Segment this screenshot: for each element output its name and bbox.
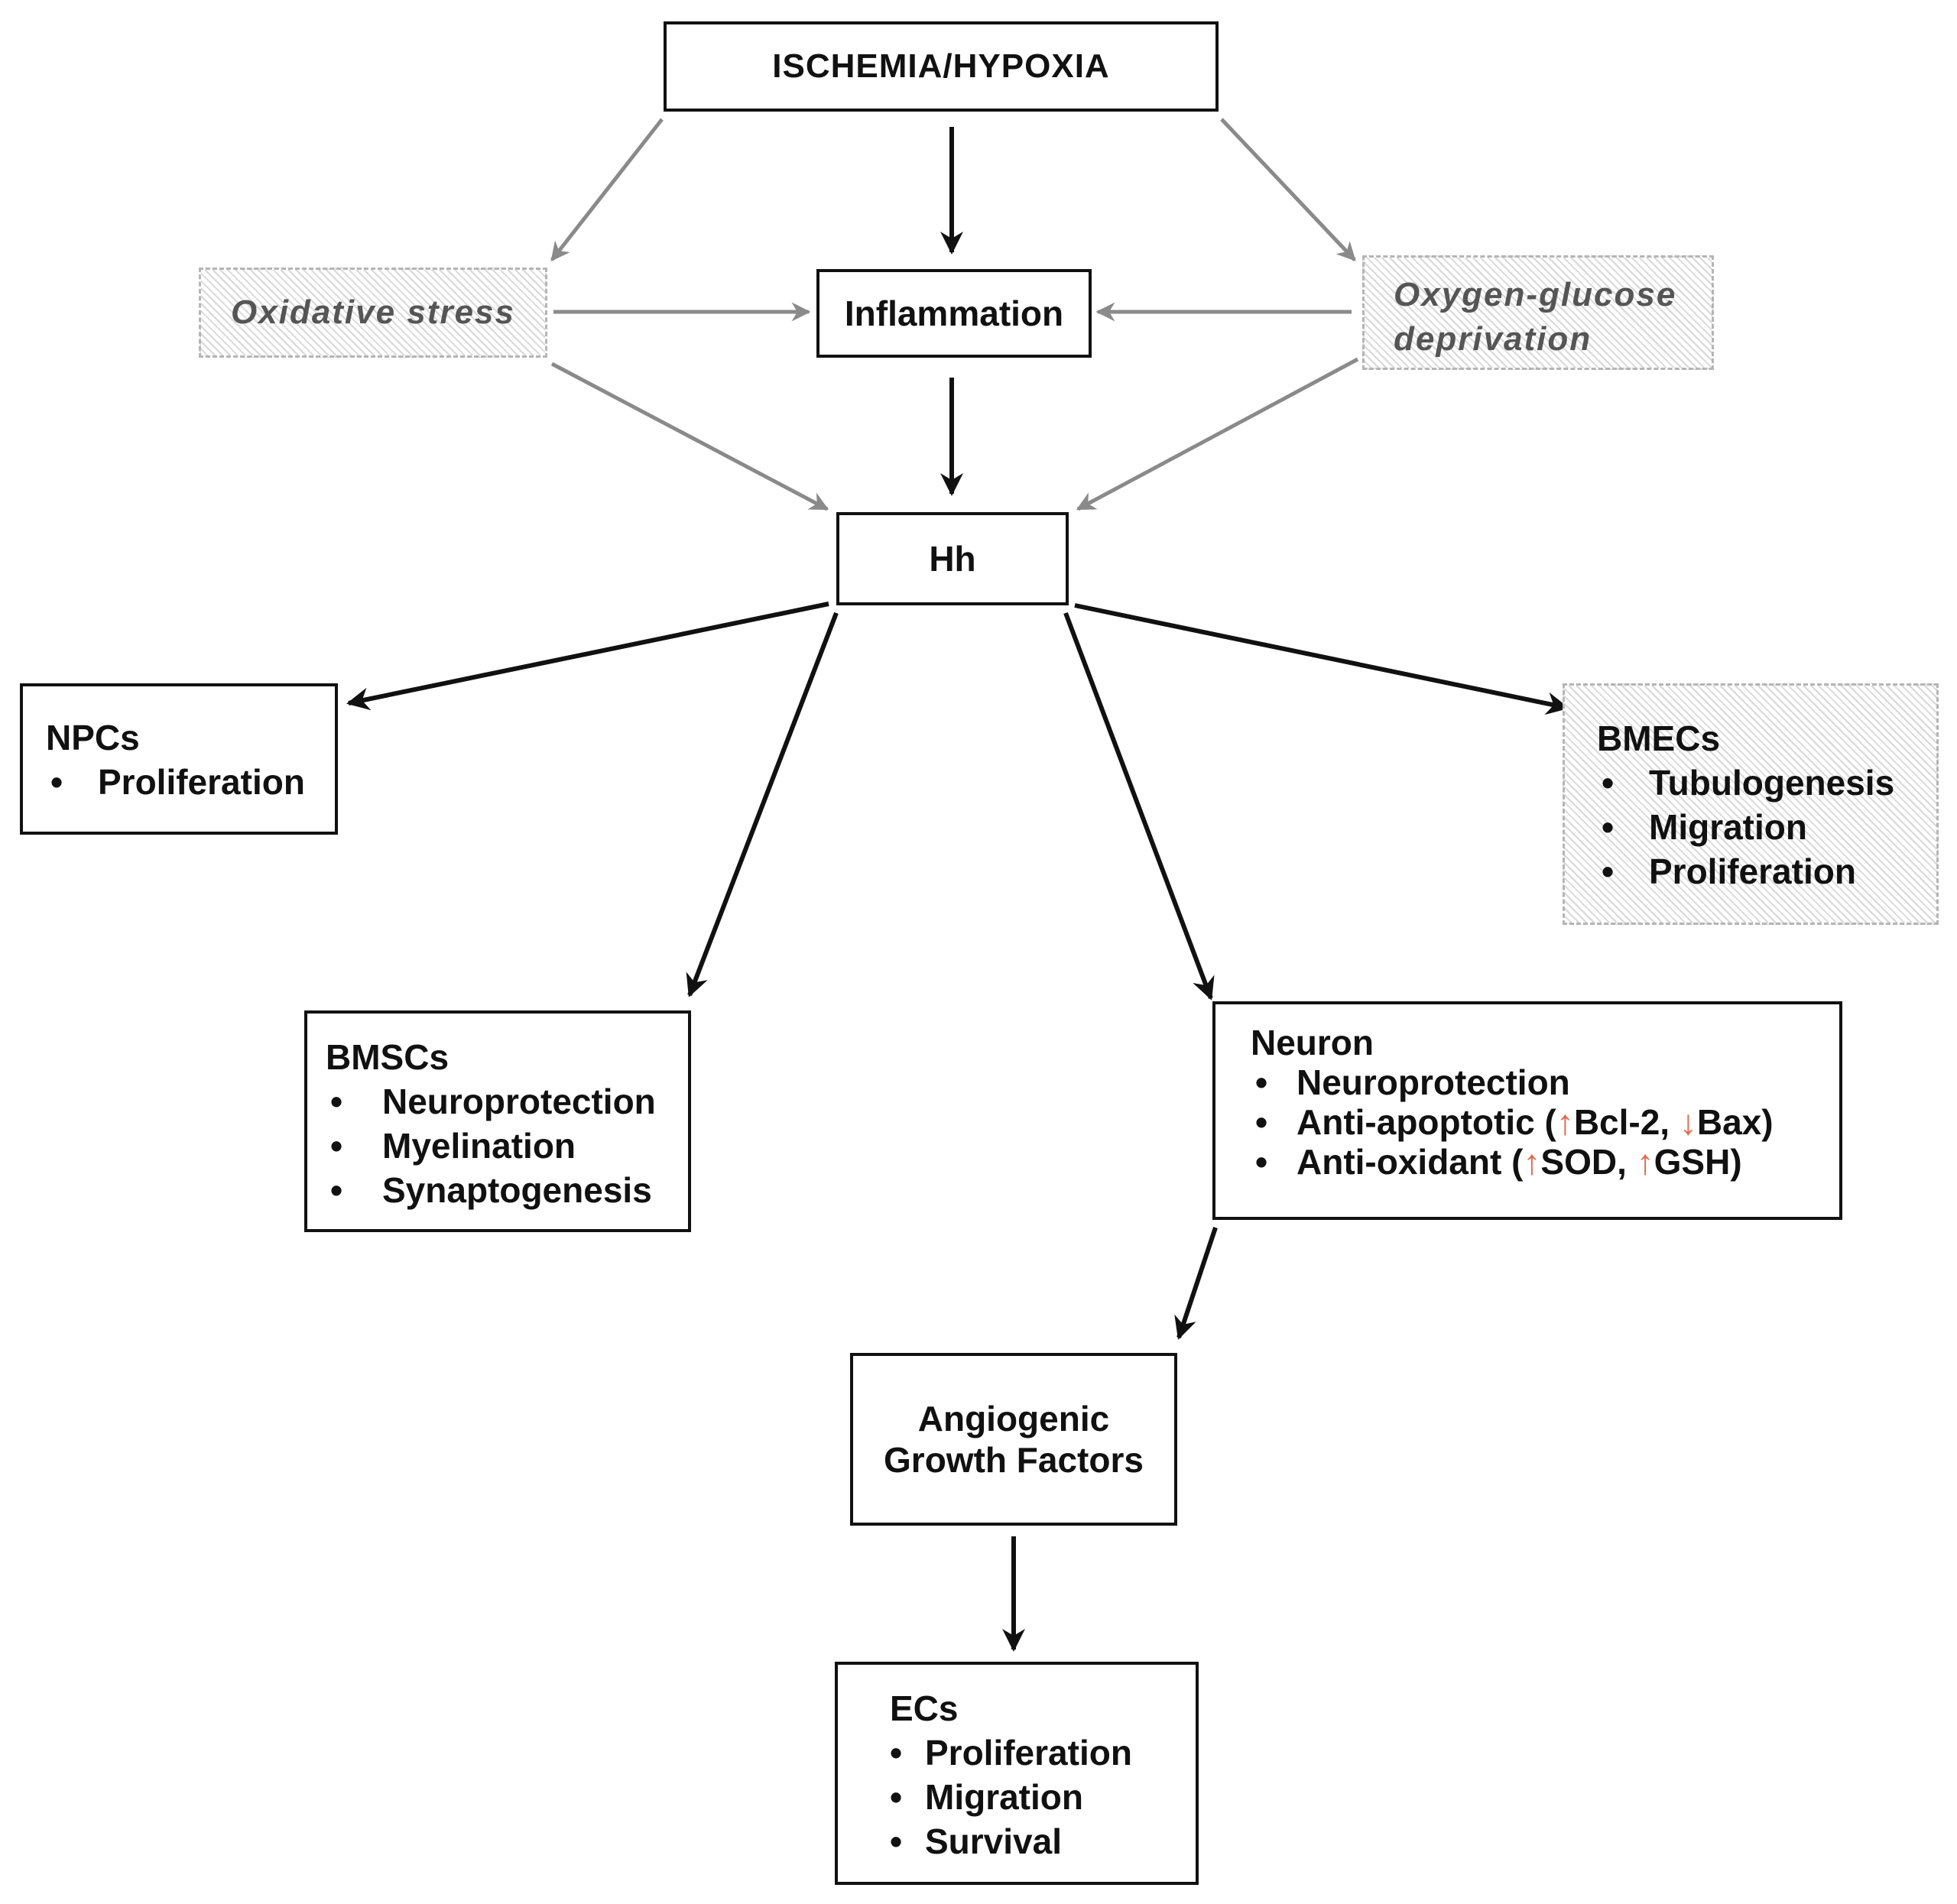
list-item: • Neuroprotection bbox=[326, 1079, 688, 1124]
ogd-label-line1: Oxygen-glucose bbox=[1394, 276, 1677, 313]
hh-label: Hh bbox=[929, 539, 976, 579]
bullet: • bbox=[1602, 807, 1615, 847]
bmscs-box: BMSCs • Neuroprotection • Myelination • … bbox=[304, 1010, 691, 1232]
up-arrow-icon: ↑ bbox=[1556, 1102, 1574, 1142]
bcl2-label: Bcl-2, bbox=[1573, 1102, 1680, 1142]
arrow-hh-to-bmscs bbox=[686, 611, 839, 997]
neuron-title: Neuron bbox=[1251, 1023, 1374, 1062]
bmecs-item-migration: Migration bbox=[1649, 807, 1807, 847]
arrow-hh-to-npcs bbox=[346, 602, 829, 711]
npcs-title: NPCs bbox=[46, 718, 140, 757]
arrow-hh-to-bmecs bbox=[1074, 603, 1569, 715]
bullet: • bbox=[330, 1126, 343, 1166]
list-item: • Proliferation bbox=[1597, 849, 1936, 894]
oxygen-glucose-deprivation-box: Oxygen-glucose deprivation bbox=[1362, 255, 1714, 370]
bullet: • bbox=[330, 1170, 343, 1210]
ecs-box: ECs • Proliferation • Migration • Surviv… bbox=[835, 1662, 1199, 1885]
arrow-neuron-to-angiogenic bbox=[1174, 1227, 1218, 1340]
bullet: • bbox=[1255, 1142, 1268, 1182]
gsh-label: GSH) bbox=[1654, 1142, 1742, 1182]
bullet: • bbox=[50, 762, 63, 802]
list-item: • Synaptogenesis bbox=[326, 1168, 688, 1212]
list-item: • Migration bbox=[1597, 805, 1936, 849]
arrow-hh-to-neuron bbox=[1063, 611, 1215, 1001]
bax-label: Bax) bbox=[1696, 1102, 1774, 1142]
ecs-item-migration: Migration bbox=[925, 1777, 1083, 1817]
ecs-item-proliferation: Proliferation bbox=[925, 1733, 1132, 1773]
bullet: • bbox=[1602, 851, 1615, 891]
neuron-box: Neuron • Neuroprotection • Anti-apoptoti… bbox=[1212, 1001, 1842, 1220]
angiogenic-label-line2: Growth Factors bbox=[884, 1440, 1144, 1480]
ogd-label-line2: deprivation bbox=[1394, 320, 1592, 358]
list-item: • Proliferation bbox=[46, 760, 335, 804]
bmecs-item-tubulogenesis: Tubulogenesis bbox=[1649, 763, 1895, 803]
arrow-ischemia-to-oxidative bbox=[550, 118, 664, 261]
inflammation-box: Inflammation bbox=[816, 269, 1092, 358]
list-item: • Anti-oxidant (↑SOD, ↑GSH) bbox=[1251, 1142, 1839, 1182]
list-item: • Survival bbox=[890, 1819, 1196, 1863]
list-item: • Neuroprotection bbox=[1251, 1062, 1839, 1102]
bmscs-item-myelination: Myelination bbox=[382, 1126, 576, 1166]
neuron-item-anti-apoptotic: Anti-apoptotic (↑Bcl-2, ↓Bax) bbox=[1297, 1102, 1774, 1142]
up-arrow-icon: ↑ bbox=[1523, 1142, 1541, 1182]
list-item: • Proliferation bbox=[890, 1730, 1196, 1775]
sod-label: SOD, bbox=[1540, 1142, 1637, 1182]
bullet: • bbox=[1255, 1062, 1268, 1102]
oxidative-stress-box: Oxidative stress bbox=[199, 268, 547, 358]
bullet: • bbox=[1255, 1102, 1268, 1142]
angiogenic-label-line1: Angiogenic bbox=[917, 1399, 1110, 1439]
neuron-item-neuroprotection: Neuroprotection bbox=[1297, 1062, 1570, 1102]
list-item: • Anti-apoptotic (↑Bcl-2, ↓Bax) bbox=[1251, 1102, 1839, 1142]
inflammation-label: Inflammation bbox=[844, 294, 1064, 333]
bmecs-title: BMECs bbox=[1597, 718, 1721, 758]
bullet: • bbox=[330, 1082, 343, 1121]
bmscs-item-synaptogenesis: Synaptogenesis bbox=[382, 1170, 652, 1210]
hh-box: Hh bbox=[836, 512, 1069, 605]
anti-apoptotic-prefix: Anti-apoptotic ( bbox=[1297, 1102, 1556, 1142]
list-item: • Tubulogenesis bbox=[1597, 761, 1936, 805]
npcs-item-proliferation: Proliferation bbox=[98, 762, 305, 802]
ecs-title: ECs bbox=[890, 1688, 959, 1728]
up-arrow-icon: ↑ bbox=[1636, 1142, 1654, 1182]
bmscs-item-neuroprotection: Neuroprotection bbox=[382, 1082, 656, 1121]
down-arrow-icon: ↓ bbox=[1679, 1102, 1697, 1142]
bmecs-box: BMECs • Tubulogenesis • Migration • Prol… bbox=[1563, 683, 1939, 925]
ecs-item-survival: Survival bbox=[925, 1821, 1062, 1861]
bmscs-title: BMSCs bbox=[326, 1037, 449, 1077]
bullet: • bbox=[890, 1777, 903, 1817]
angiogenic-growth-factors-box: Angiogenic Growth Factors bbox=[850, 1353, 1177, 1526]
arrow-oxidative-to-hh bbox=[550, 362, 829, 511]
bullet: • bbox=[1602, 763, 1615, 803]
list-item: • Myelination bbox=[326, 1124, 688, 1168]
oxidative-stress-label: Oxidative stress bbox=[231, 294, 515, 331]
arrow-ischemia-to-ogd bbox=[1220, 118, 1356, 261]
bullet: • bbox=[890, 1821, 903, 1861]
bullet: • bbox=[890, 1733, 903, 1773]
list-item: • Migration bbox=[890, 1775, 1196, 1819]
npcs-box: NPCs • Proliferation bbox=[20, 683, 338, 835]
ischemia-hypoxia-box: ISCHEMIA/HYPOXIA bbox=[664, 21, 1219, 112]
anti-oxidant-prefix: Anti-oxidant ( bbox=[1297, 1142, 1524, 1182]
neuron-item-anti-oxidant: Anti-oxidant (↑SOD, ↑GSH) bbox=[1297, 1142, 1742, 1182]
ischemia-hypoxia-label: ISCHEMIA/HYPOXIA bbox=[772, 47, 1110, 85]
arrow-ogd-to-hh bbox=[1076, 357, 1359, 511]
bmecs-item-proliferation: Proliferation bbox=[1649, 851, 1856, 891]
